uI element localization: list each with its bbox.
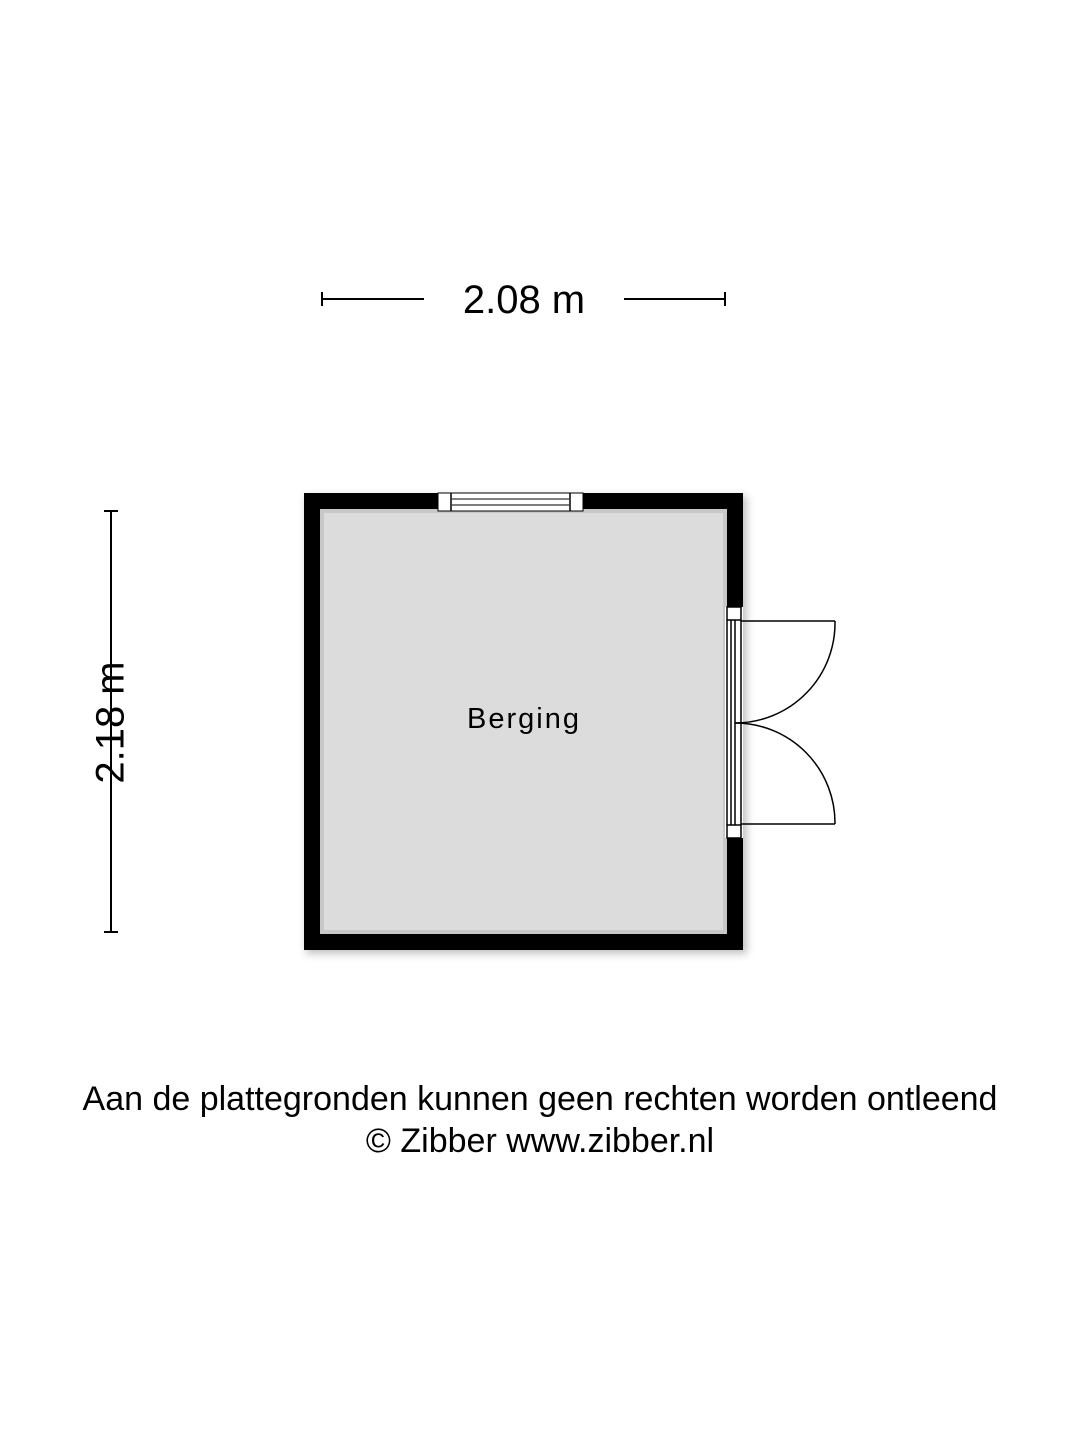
width-dimension-label: 2.08 m xyxy=(424,278,624,323)
height-dimension-line xyxy=(104,510,118,933)
double-door xyxy=(725,606,836,839)
window xyxy=(437,492,584,512)
room-label-berging: Berging xyxy=(467,703,581,735)
copyright-text: © Zibber www.zibber.nl xyxy=(365,1122,715,1160)
height-dimension-label: 2.18 m xyxy=(88,661,133,784)
disclaimer-text: Aan de plattegronden kunnen geen rechten… xyxy=(82,1080,998,1118)
room-floor xyxy=(322,511,725,932)
